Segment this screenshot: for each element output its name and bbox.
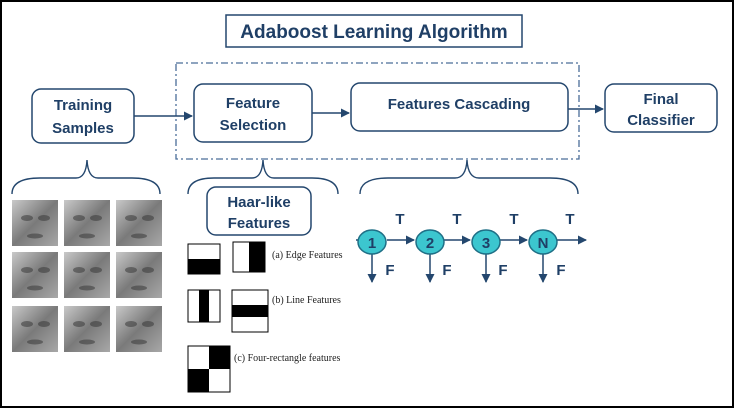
haar-label-2: Features: [228, 215, 291, 232]
face-image: [64, 306, 110, 352]
true-label: T: [452, 211, 461, 228]
stage-label-n: N: [538, 235, 549, 252]
face-image: [12, 306, 58, 352]
final-classifier-box: [604, 83, 718, 133]
false-label: F: [442, 262, 451, 279]
cascade-label: Features Cascading: [388, 96, 531, 113]
stage-label-3: 3: [482, 235, 490, 252]
brace-training: [11, 159, 161, 195]
page-title: Adaboost Learning Algorithm: [240, 22, 507, 43]
training-label-2: Samples: [52, 120, 114, 137]
face-sample-grid: [12, 200, 162, 352]
stage-label-2: 2: [426, 235, 434, 252]
true-label: T: [509, 211, 518, 228]
feature-label-1: Feature: [226, 95, 280, 112]
cascade-stage-node: [357, 229, 387, 255]
true-label: T: [395, 211, 404, 228]
true-label: T: [565, 211, 574, 228]
brace-cascade: [359, 159, 579, 195]
four-rect-features-label: (c) Four-rectangle features: [234, 353, 341, 364]
haar-line-features: [187, 289, 269, 333]
face-image: [116, 252, 162, 298]
face-image: [64, 252, 110, 298]
haar-features-box: [206, 186, 312, 236]
face-image: [116, 200, 162, 246]
face-image: [12, 200, 58, 246]
haar-four-rect-features: [187, 345, 231, 393]
cascade-chain: 1 2 3 N T T T T F F F F: [356, 211, 587, 283]
face-image: [116, 306, 162, 352]
cascade-stage-node: [528, 229, 558, 255]
line-features-label: (b) Line Features: [272, 295, 341, 306]
final-label-1: Final: [643, 91, 678, 108]
stage-label-1: 1: [368, 235, 376, 252]
false-label: F: [498, 262, 507, 279]
cascade-stage-node: [471, 229, 501, 255]
face-image: [12, 252, 58, 298]
features-cascading-box: [350, 82, 569, 132]
haar-edge-features: [187, 241, 266, 275]
dashed-region: [175, 62, 580, 160]
false-label: F: [385, 262, 394, 279]
haar-label-1: Haar-like: [227, 194, 290, 211]
face-image: [64, 200, 110, 246]
title-box: [225, 14, 523, 48]
cascade-stage-node: [415, 229, 445, 255]
feature-label-2: Selection: [220, 117, 287, 134]
edge-features-label: (a) Edge Features: [272, 250, 343, 261]
training-label-1: Training: [54, 97, 112, 114]
final-label-2: Classifier: [627, 112, 695, 129]
brace-feature: [187, 159, 339, 195]
false-label: F: [556, 262, 565, 279]
